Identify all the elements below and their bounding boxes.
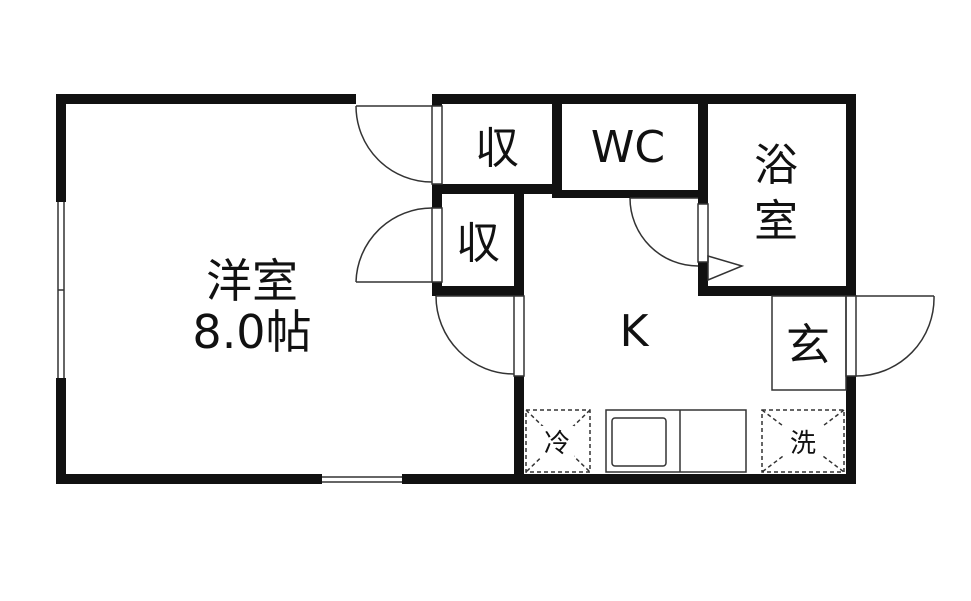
kitchen-counter: [605, 409, 747, 473]
outer-walls: [56, 94, 856, 484]
interior-walls: [432, 94, 856, 484]
entrance-label: 玄: [786, 320, 830, 371]
western-room-name: 洋室: [206, 254, 298, 308]
entrance-step: [771, 295, 847, 391]
refrigerator-label: 冷: [544, 429, 570, 459]
kitchen-label: K: [620, 306, 650, 357]
washer-label: 洗: [790, 429, 816, 459]
window-bottom: [322, 476, 402, 483]
window-left: [57, 202, 65, 378]
bath-label-line2: 室: [754, 196, 798, 247]
storage-top-label: 収: [475, 123, 519, 174]
western-room-size: 8.0帖: [192, 305, 311, 359]
bath-label-line1: 浴: [754, 140, 798, 191]
storage-bottom-label: 収: [456, 218, 500, 269]
door-swings: [355, 105, 935, 377]
toilet-label: WC: [591, 122, 665, 173]
